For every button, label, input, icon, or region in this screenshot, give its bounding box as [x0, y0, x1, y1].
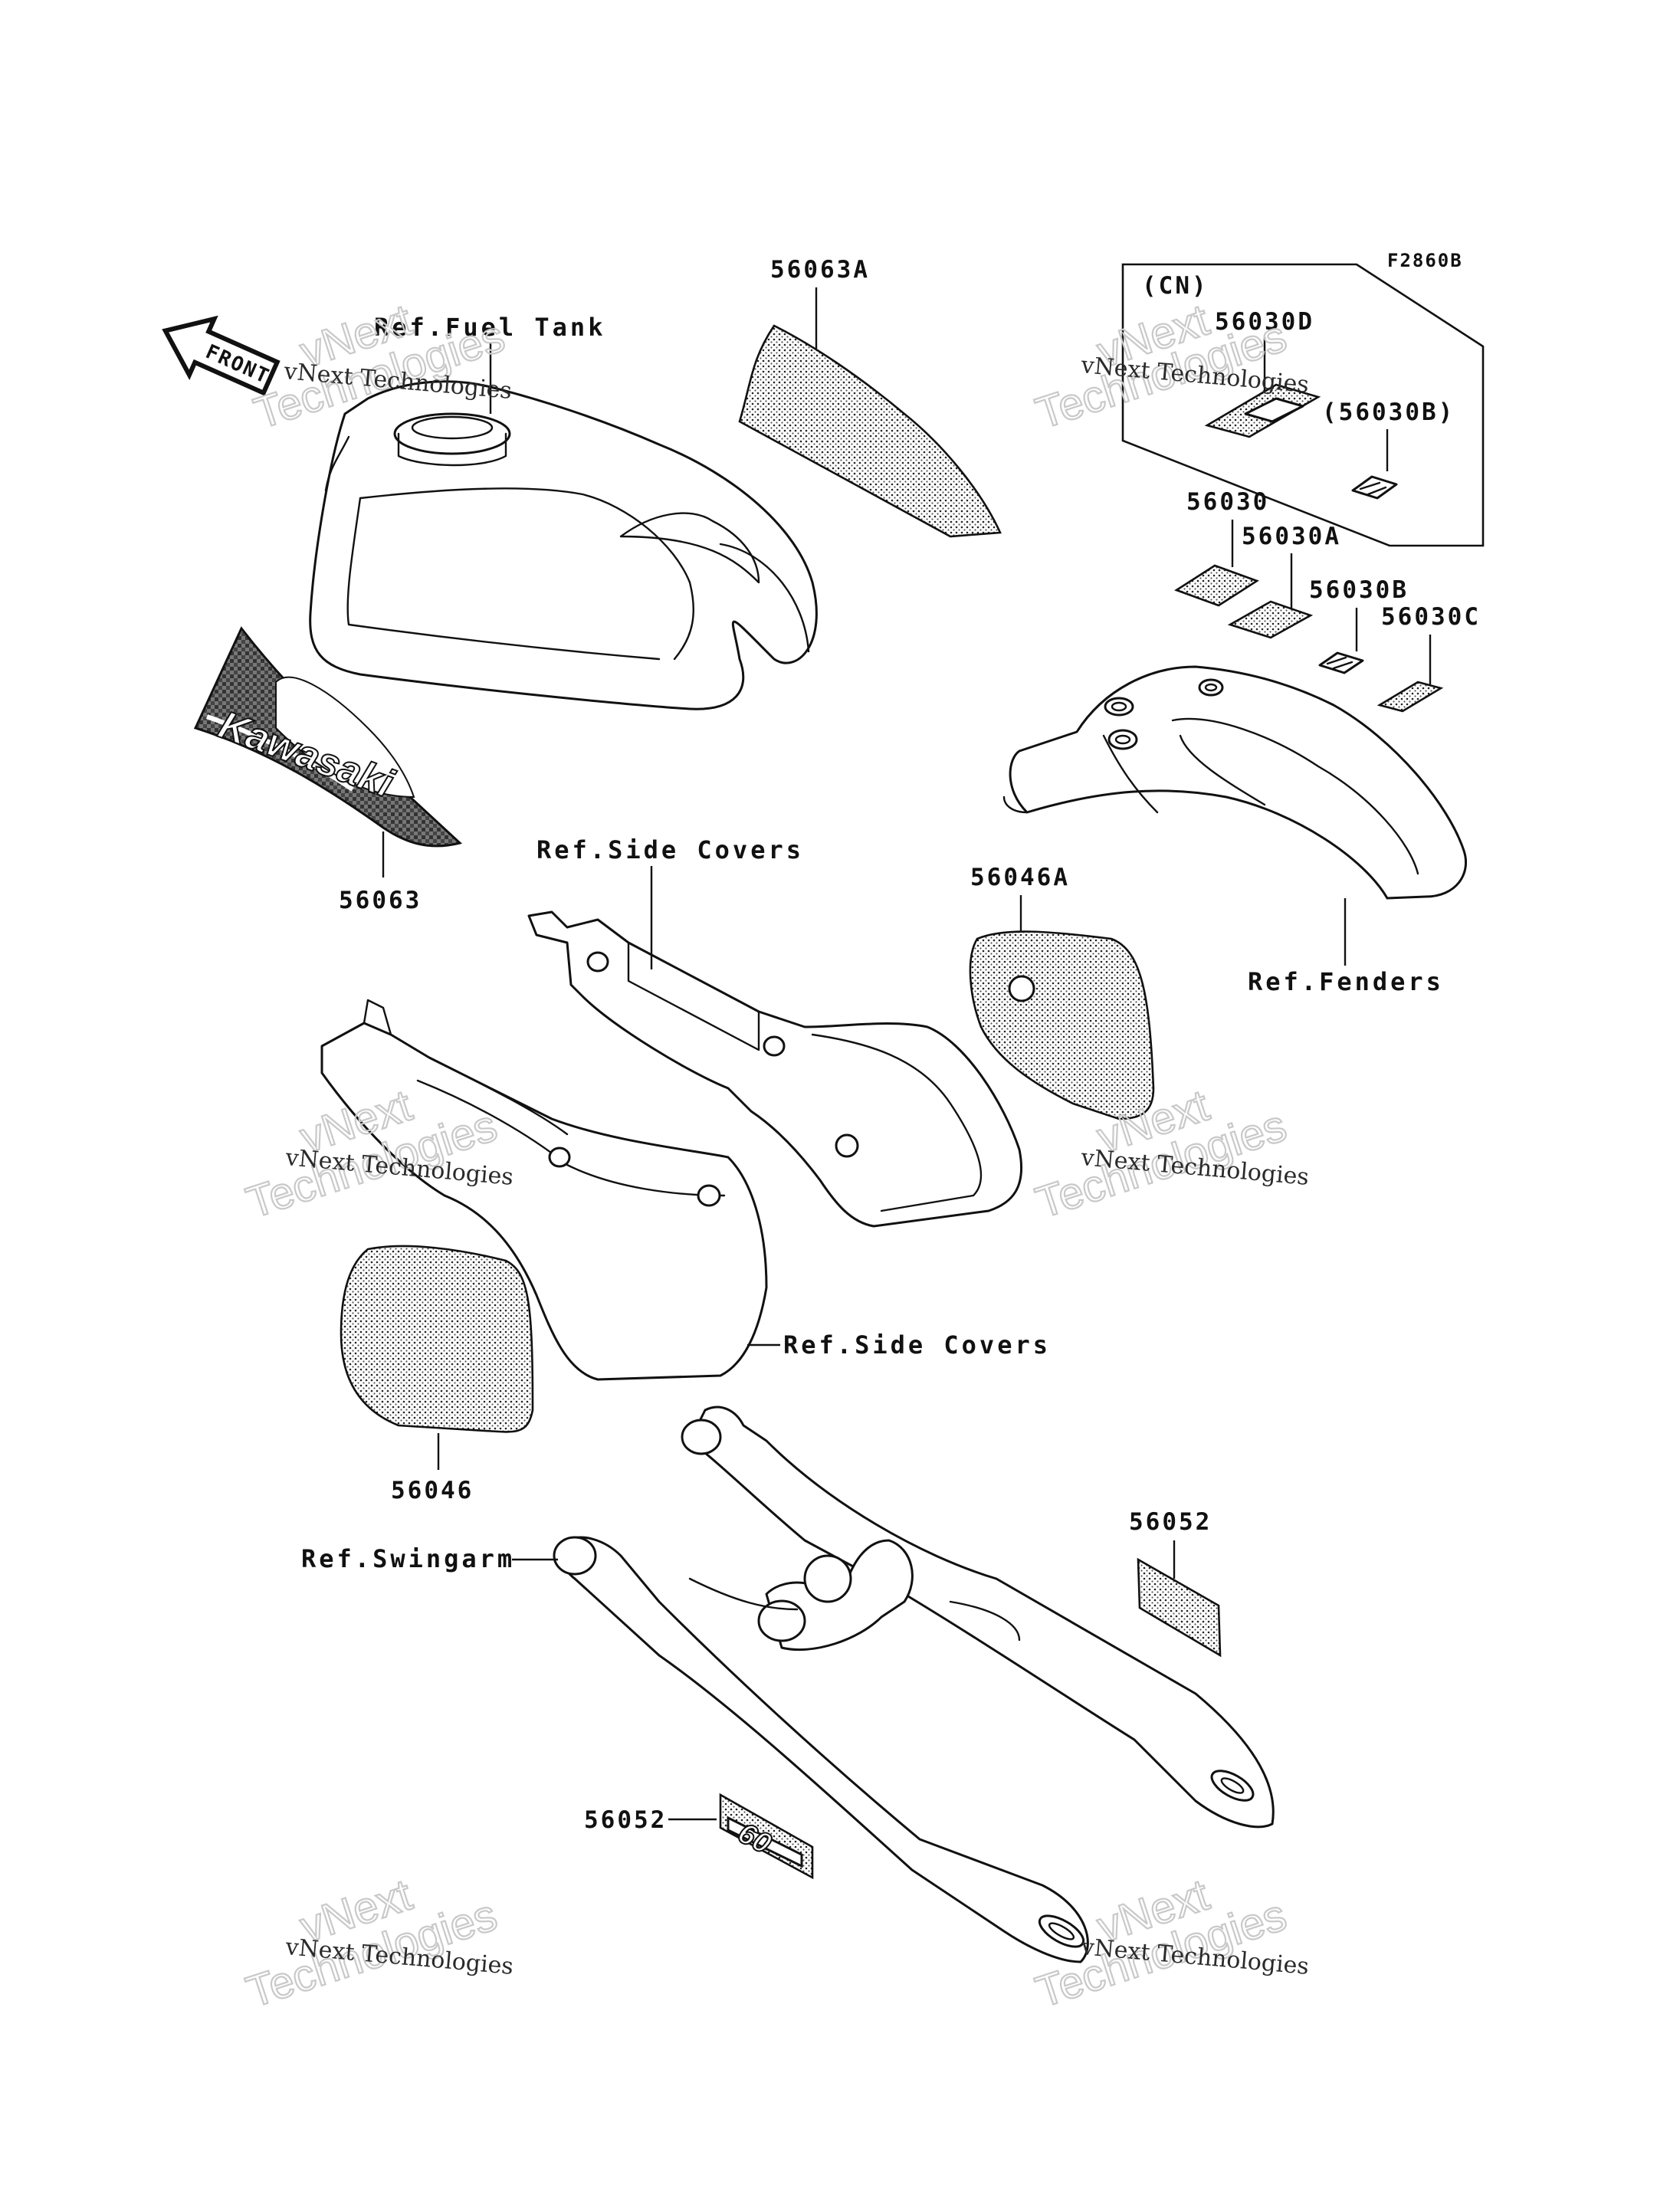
label-56046: 56046 — [391, 1477, 474, 1504]
label-fenders: Ref.Fenders — [1248, 967, 1444, 996]
label-56030D: 56030D — [1215, 308, 1314, 336]
decal-56046 — [340, 1245, 534, 1433]
label-56030C: 56030C — [1381, 603, 1481, 631]
label-56052-top: 56052 — [1129, 1508, 1212, 1536]
label-56030A: 56030A — [1242, 523, 1341, 550]
rear-fender — [1002, 665, 1468, 900]
label-56046A: 56046A — [970, 864, 1070, 891]
swingarm — [553, 1406, 1275, 1963]
side-cover-right — [527, 910, 1023, 1228]
label-swingarm: Ref.Swingarm — [301, 1544, 515, 1573]
decal-56063A — [738, 324, 1002, 538]
label-56063A: 56063A — [770, 256, 870, 284]
decal-56052-top — [1137, 1557, 1222, 1658]
diagram-id: F2860B — [1387, 250, 1463, 271]
label-56030: 56030 — [1186, 488, 1269, 516]
cn-group-box: (CN) 56030D (56030B) — [1121, 263, 1485, 547]
label-56063: 56063 — [339, 887, 422, 914]
label-56030B-paren: (56030B) — [1322, 399, 1455, 426]
decal-56030 — [1174, 564, 1259, 607]
decal-56030B — [1318, 651, 1364, 674]
decal-56030C — [1376, 681, 1444, 713]
label-side-covers-top: Ref.Side Covers — [536, 835, 804, 864]
decal-56046A — [969, 930, 1155, 1120]
watermark-5: Technologies vNext vNext Technologies — [240, 1869, 514, 2019]
label-fuel-tank: Ref.Fuel Tank — [374, 313, 605, 342]
fuel-tank — [309, 380, 818, 710]
label-56030B: 56030B — [1309, 576, 1409, 604]
side-cover-left — [320, 999, 768, 1381]
label-side-covers-bottom: Ref.Side Covers — [783, 1330, 1051, 1360]
decal-56030A — [1227, 600, 1314, 639]
decal-56052-bottom: 60 — [719, 1793, 814, 1880]
label-cn: (CN) — [1142, 272, 1209, 300]
label-56052-bottom: 56052 — [584, 1806, 667, 1834]
decal-56030B-cn — [1351, 475, 1398, 500]
